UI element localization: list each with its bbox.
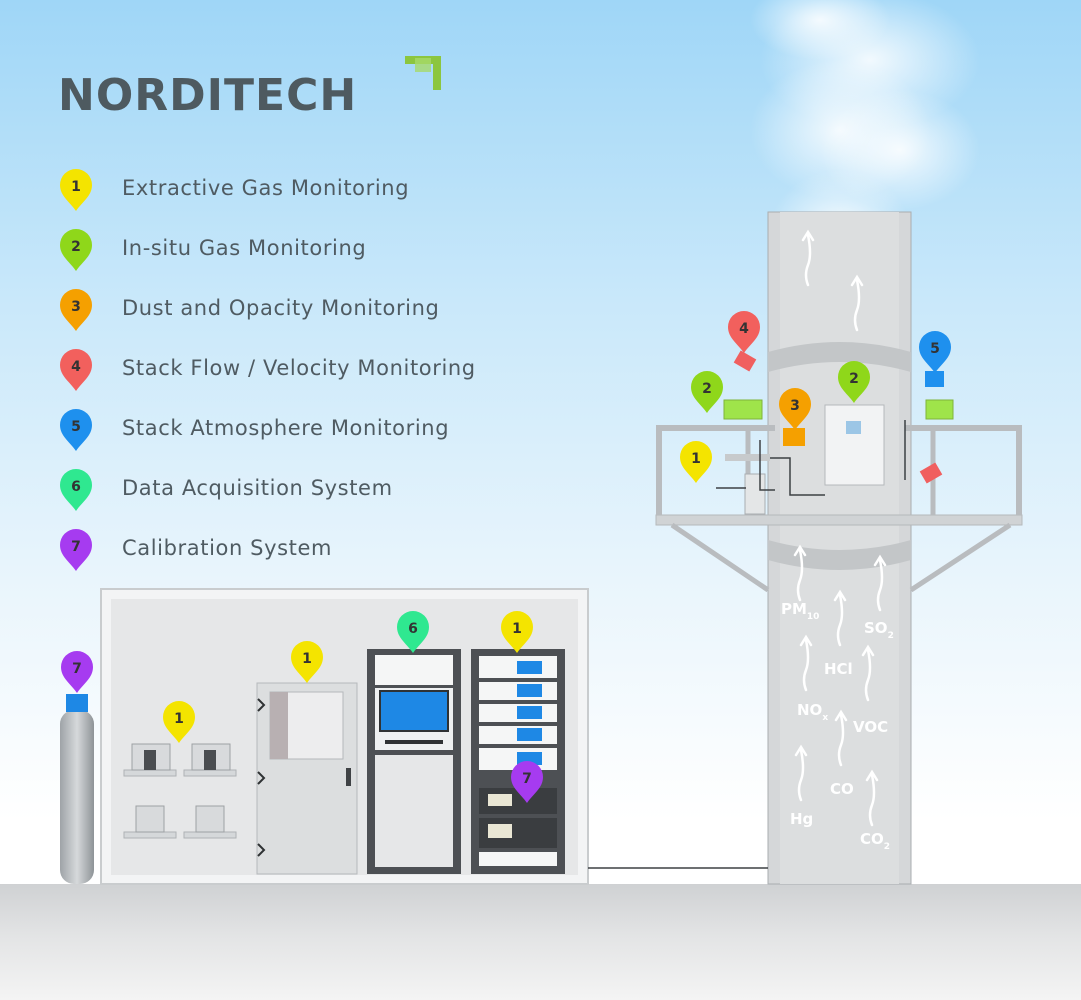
gas-cylinder xyxy=(60,694,94,884)
svg-text:4: 4 xyxy=(71,359,81,375)
gas-label-so2: SO2 xyxy=(864,619,894,641)
marker-calibration: 7 xyxy=(511,761,543,803)
gas-label-pm10: PM10 xyxy=(781,600,819,622)
gas-label-co: CO xyxy=(830,780,854,798)
legend-item-calibration: 7 Calibration System xyxy=(58,528,518,571)
marker-flow: 4 xyxy=(728,311,760,353)
marker-insitu: 2 xyxy=(691,371,723,413)
pin-icon: 6 xyxy=(60,469,92,511)
svg-text:7: 7 xyxy=(522,771,532,787)
legend-label: In-situ Gas Monitoring xyxy=(122,236,367,260)
svg-text:1: 1 xyxy=(512,621,522,637)
insitu-cabinet xyxy=(824,404,885,486)
svg-text:6: 6 xyxy=(71,479,81,495)
gas-label-voc: VOC xyxy=(853,718,888,736)
legend-label: Data Acquisition System xyxy=(122,476,393,500)
insitu-analyzer-right xyxy=(925,399,954,420)
marker-calibration: 7 xyxy=(61,651,93,693)
pin-icon: 7 xyxy=(60,529,92,571)
insitu-cabinet-display xyxy=(846,421,861,434)
svg-text:2: 2 xyxy=(702,381,712,397)
marker-das: 6 xyxy=(397,611,429,653)
pin-icon: 1 xyxy=(60,169,92,211)
norditech-logo: NORDITECH xyxy=(58,74,357,118)
flow-probe-left xyxy=(733,350,757,372)
flow-probe-right xyxy=(919,462,943,484)
gas-label-nox: NOx xyxy=(797,701,828,723)
svg-text:4: 4 xyxy=(739,321,749,337)
atmosphere-sensor xyxy=(925,371,944,387)
legend-label: Calibration System xyxy=(122,536,333,560)
marker-extractive: 1 xyxy=(163,701,195,743)
ground xyxy=(0,884,1081,1000)
logo-text: NORDITECH xyxy=(58,70,358,121)
svg-text:1: 1 xyxy=(691,451,701,467)
marker-extractive: 1 xyxy=(501,611,533,653)
gas-label-co2: CO2 xyxy=(860,830,890,852)
extractive-probe-box xyxy=(744,473,766,515)
gas-label-hg: Hg xyxy=(790,810,813,828)
marker-extractive: 1 xyxy=(291,641,323,683)
marker-atmosphere: 5 xyxy=(919,331,951,373)
svg-text:7: 7 xyxy=(71,539,81,555)
marker-dust: 3 xyxy=(779,388,811,430)
extractive-probe xyxy=(725,454,770,461)
insitu-analyzer-left xyxy=(723,399,763,420)
legend-label: Stack Atmosphere Monitoring xyxy=(122,416,450,440)
pin-icon: 5 xyxy=(60,409,92,451)
legend-item-dust: 3 Dust and Opacity Monitoring xyxy=(58,288,518,331)
legend-item-flow: 4 Stack Flow / Velocity Monitoring xyxy=(58,348,518,391)
pin-icon: 2 xyxy=(60,229,92,271)
das-rack xyxy=(367,649,461,874)
svg-text:1: 1 xyxy=(174,711,184,727)
legend-label: Stack Flow / Velocity Monitoring xyxy=(122,356,476,380)
legend-item-extractive: 1 Extractive Gas Monitoring xyxy=(58,168,518,211)
legend-label: Dust and Opacity Monitoring xyxy=(122,296,440,320)
svg-text:6: 6 xyxy=(408,621,418,637)
legend-item-insitu: 2 In-situ Gas Monitoring xyxy=(58,228,518,271)
svg-text:5: 5 xyxy=(930,341,940,357)
gas-label-hcl: HCl xyxy=(824,660,853,678)
svg-text:5: 5 xyxy=(71,419,81,435)
sample-cabinet xyxy=(256,682,358,875)
pin-icon: 3 xyxy=(60,289,92,331)
marker-insitu: 2 xyxy=(838,361,870,403)
legend-item-atmosphere: 5 Stack Atmosphere Monitoring xyxy=(58,408,518,451)
pin-icon: 4 xyxy=(60,349,92,391)
svg-text:2: 2 xyxy=(849,371,859,387)
dust-monitor xyxy=(783,428,805,446)
marker-extractive: 1 xyxy=(680,441,712,483)
legend-item-das: 6 Data Acquisition System xyxy=(58,468,518,511)
svg-text:3: 3 xyxy=(790,398,800,414)
stack-instruments xyxy=(716,350,954,515)
svg-text:1: 1 xyxy=(71,179,81,195)
cylinder-rack-group xyxy=(123,743,237,839)
platform xyxy=(655,425,1023,593)
svg-text:3: 3 xyxy=(71,299,81,315)
gas-labels: PM10 SO2 HCl NOx VOC CO Hg CO2 xyxy=(781,600,894,852)
logo-mark-icon xyxy=(405,56,441,90)
svg-text:2: 2 xyxy=(71,239,81,255)
analyzer-rack xyxy=(471,649,565,874)
svg-text:7: 7 xyxy=(72,661,82,677)
svg-text:1: 1 xyxy=(302,651,312,667)
flow-arrows xyxy=(793,229,887,827)
markers: 1 1 6 1 7 7 4 2 3 2 5 1 xyxy=(61,311,951,803)
legend-label: Extractive Gas Monitoring xyxy=(122,176,410,200)
